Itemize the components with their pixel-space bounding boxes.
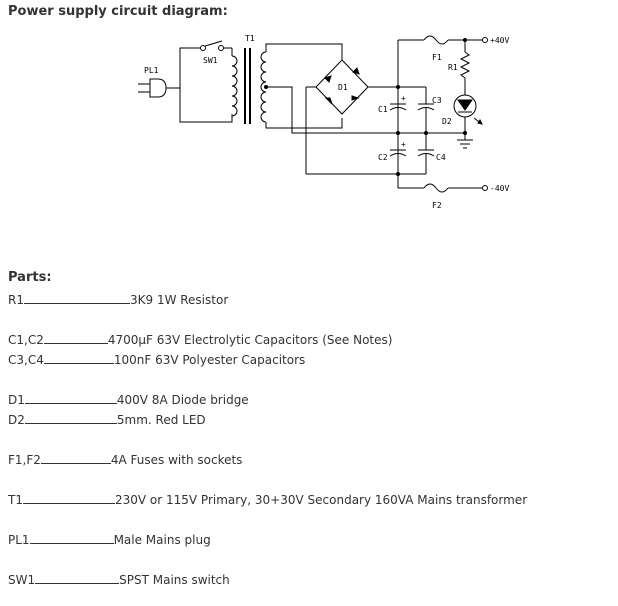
part-row-d2: D2 5mm. Red LED: [8, 412, 206, 427]
parts-heading: Parts:: [8, 270, 52, 285]
label-t1: T1: [245, 34, 255, 43]
junction-dot: [463, 38, 467, 42]
part-leader-line: [43, 352, 114, 364]
part-ref: D2: [8, 413, 25, 427]
part-description: Male Mains plug: [113, 533, 211, 547]
wire-plug-bottom: [179, 88, 233, 123]
part-ref: SW1: [8, 573, 36, 587]
part-row-r1: R1 3K9 1W Resistor: [8, 292, 228, 307]
transformer-primary-coil: [231, 48, 238, 122]
label-d1: D1: [338, 83, 348, 92]
label-sw1: SW1: [203, 56, 218, 65]
led-d2: [453, 94, 483, 140]
transformer-secondary-coil: [260, 51, 267, 123]
part-ref: D1: [8, 393, 25, 407]
part-description: 400V 8A Diode bridge: [116, 393, 249, 407]
part-description: 230V or 115V Primary, 30+30V Secondary 1…: [114, 493, 528, 507]
resistor-r1: [459, 51, 471, 79]
junction-dot: [396, 172, 400, 176]
part-leader-line: [22, 492, 115, 504]
label-c2: C2: [378, 153, 388, 162]
wire-sec-center-down: [291, 128, 466, 140]
part-leader-line: [23, 292, 130, 304]
part-row-sw1: SW1 SPST Mains switch: [8, 572, 230, 587]
junction-dot: [463, 131, 467, 135]
label-c2-plus: +: [401, 140, 406, 149]
capacitor-c4: [417, 133, 435, 174]
label-d2: D2: [442, 117, 452, 126]
wire-plug-top: [179, 47, 200, 88]
part-description: 5mm. Red LED: [116, 413, 206, 427]
label-minus40: -40V: [490, 184, 509, 193]
label-c1: C1: [378, 105, 388, 114]
fuse-f2: [423, 183, 449, 193]
part-description: 4700µF 63V Electrolytic Capacitors (See …: [107, 333, 393, 347]
label-r1: R1: [448, 63, 458, 72]
bridge-rectifier-d1: [305, 59, 398, 174]
part-row-c1c2: C1,C2 4700µF 63V Electrolytic Capacitors …: [8, 332, 392, 347]
capacitor-c1: [389, 87, 407, 133]
part-leader-line: [29, 532, 114, 544]
part-description: SPST Mains switch: [119, 573, 230, 587]
part-row-t1: T1 230V or 115V Primary, 30+30V Secondary…: [8, 492, 527, 507]
label-f1: F1: [432, 53, 442, 62]
part-row-pl1: PL1 Male Mains plug: [8, 532, 211, 547]
label-f2: F2: [432, 201, 442, 210]
part-leader-line: [43, 332, 108, 344]
plug-pl1: [138, 78, 180, 98]
label-c1-plus: +: [401, 94, 406, 103]
wire-sec-top: [265, 43, 343, 60]
label-c3: C3: [432, 96, 442, 105]
fuse-f1: [423, 35, 449, 45]
page-title: Power supply circuit diagram:: [8, 4, 228, 19]
junction-dot: [424, 131, 428, 135]
wire-sec-center: [266, 86, 293, 128]
part-description: 3K9 1W Resistor: [129, 293, 229, 307]
part-ref: C3,C4: [8, 353, 44, 367]
part-leader-line: [24, 392, 117, 404]
part-ref: T1: [8, 493, 23, 507]
part-ref: F1,F2: [8, 453, 41, 467]
part-ref: C1,C2: [8, 333, 44, 347]
part-ref: R1: [8, 293, 24, 307]
capacitor-c2: [389, 133, 407, 174]
part-leader-line: [24, 412, 117, 424]
part-row-c3c4: C3,C4 100nF 63V Polyester Capacitors: [8, 352, 305, 367]
wire-sec-bottom: [265, 118, 343, 129]
circuit-schematic: T1 SW1 PL1 D1 F1 F2 R1 C1 C3 C2 C4 D2 +4…: [138, 34, 509, 210]
junction-dot: [264, 85, 268, 89]
part-description: 100nF 63V Polyester Capacitors: [113, 353, 306, 367]
junction-dot: [396, 131, 400, 135]
part-leader-line: [40, 452, 111, 464]
label-c4: C4: [436, 153, 446, 162]
part-leader-line: [35, 572, 120, 584]
label-pl1: PL1: [144, 66, 159, 75]
part-row-d1: D1 400V 8A Diode bridge: [8, 392, 249, 407]
switch-sw1: [200, 40, 232, 51]
junction-dot: [396, 85, 400, 89]
ground-symbol: [457, 139, 473, 149]
part-row-f1f2: F1,F2 4A Fuses with sockets: [8, 452, 242, 467]
part-ref: PL1: [8, 533, 30, 547]
part-description: 4A Fuses with sockets: [110, 453, 243, 467]
capacitor-c3: [398, 86, 435, 133]
label-plus40: +40V: [490, 36, 509, 45]
